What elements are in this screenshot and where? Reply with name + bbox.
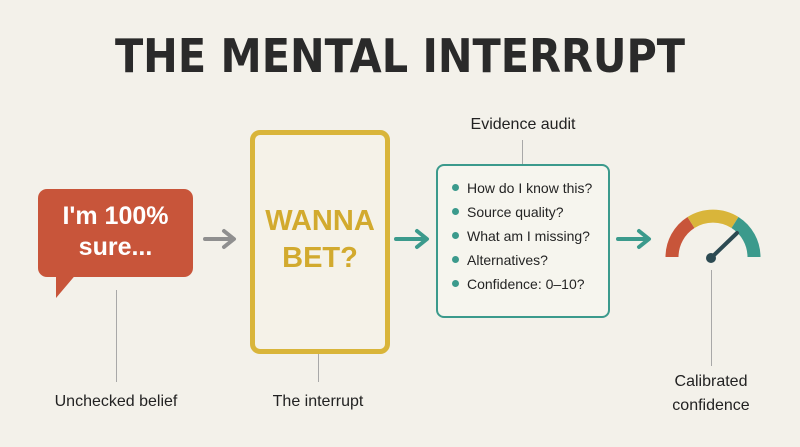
right-arrow-icon	[203, 229, 236, 249]
confidence-gauge-icon	[665, 209, 761, 263]
page-title: THE MENTAL INTERRUPT	[114, 29, 686, 83]
bullet-icon	[452, 232, 459, 239]
interrupt-label: The interrupt	[272, 393, 364, 410]
audit-item: Alternatives?	[452, 248, 608, 272]
bullet-icon	[452, 256, 459, 263]
audit-item-text: What am I missing?	[467, 228, 590, 244]
gauge-red-segment	[665, 217, 695, 258]
calibrated-connector	[711, 270, 712, 366]
interrupt-connector	[318, 354, 319, 382]
audit-item-text: How do I know this?	[467, 180, 593, 196]
bullet-icon	[452, 184, 459, 191]
gauge-hub	[706, 253, 716, 263]
audit-connector	[522, 140, 523, 164]
interrupt-line-1: WANNA	[265, 205, 375, 237]
calibrated-line-2: confidence	[672, 397, 750, 414]
audit-item-text: Confidence: 0–10?	[467, 276, 585, 292]
right-arrow-icon	[616, 229, 651, 249]
audit-item-text: Source quality?	[467, 204, 564, 220]
audit-checklist: How do I know this? Source quality? What…	[438, 166, 608, 296]
interrupt-card: WANNA BET?	[250, 130, 390, 354]
audit-item-text: Alternatives?	[467, 252, 548, 268]
unchecked-belief-bubble: I'm 100% sure...	[38, 189, 193, 277]
bubble-tail	[56, 272, 78, 298]
gauge-teal-segment	[731, 217, 761, 258]
gauge-yellow-segment	[687, 209, 739, 229]
audit-item: Confidence: 0–10?	[452, 272, 608, 296]
calibrated-confidence-label: Calibrated confidence	[651, 370, 771, 418]
audit-item: What am I missing?	[452, 224, 608, 248]
calibrated-line-1: Calibrated	[674, 373, 748, 390]
unchecked-connector	[116, 290, 117, 382]
interrupt-text: WANNA BET?	[255, 203, 385, 277]
bubble-line-1: I'm 100%	[62, 202, 169, 230]
unchecked-belief-label: Unchecked belief	[54, 393, 178, 410]
bullet-icon	[452, 208, 459, 215]
audit-item: Source quality?	[452, 200, 608, 224]
gauge-needle	[709, 231, 739, 260]
bullet-icon	[452, 280, 459, 287]
audit-item: How do I know this?	[452, 176, 608, 200]
bubble-line-2: sure...	[78, 233, 153, 261]
bubble-text: I'm 100% sure...	[38, 201, 193, 263]
evidence-audit-box: How do I know this? Source quality? What…	[436, 164, 610, 318]
evidence-audit-heading: Evidence audit	[470, 116, 576, 133]
right-arrow-icon	[394, 229, 429, 249]
interrupt-line-2: BET?	[282, 242, 358, 274]
